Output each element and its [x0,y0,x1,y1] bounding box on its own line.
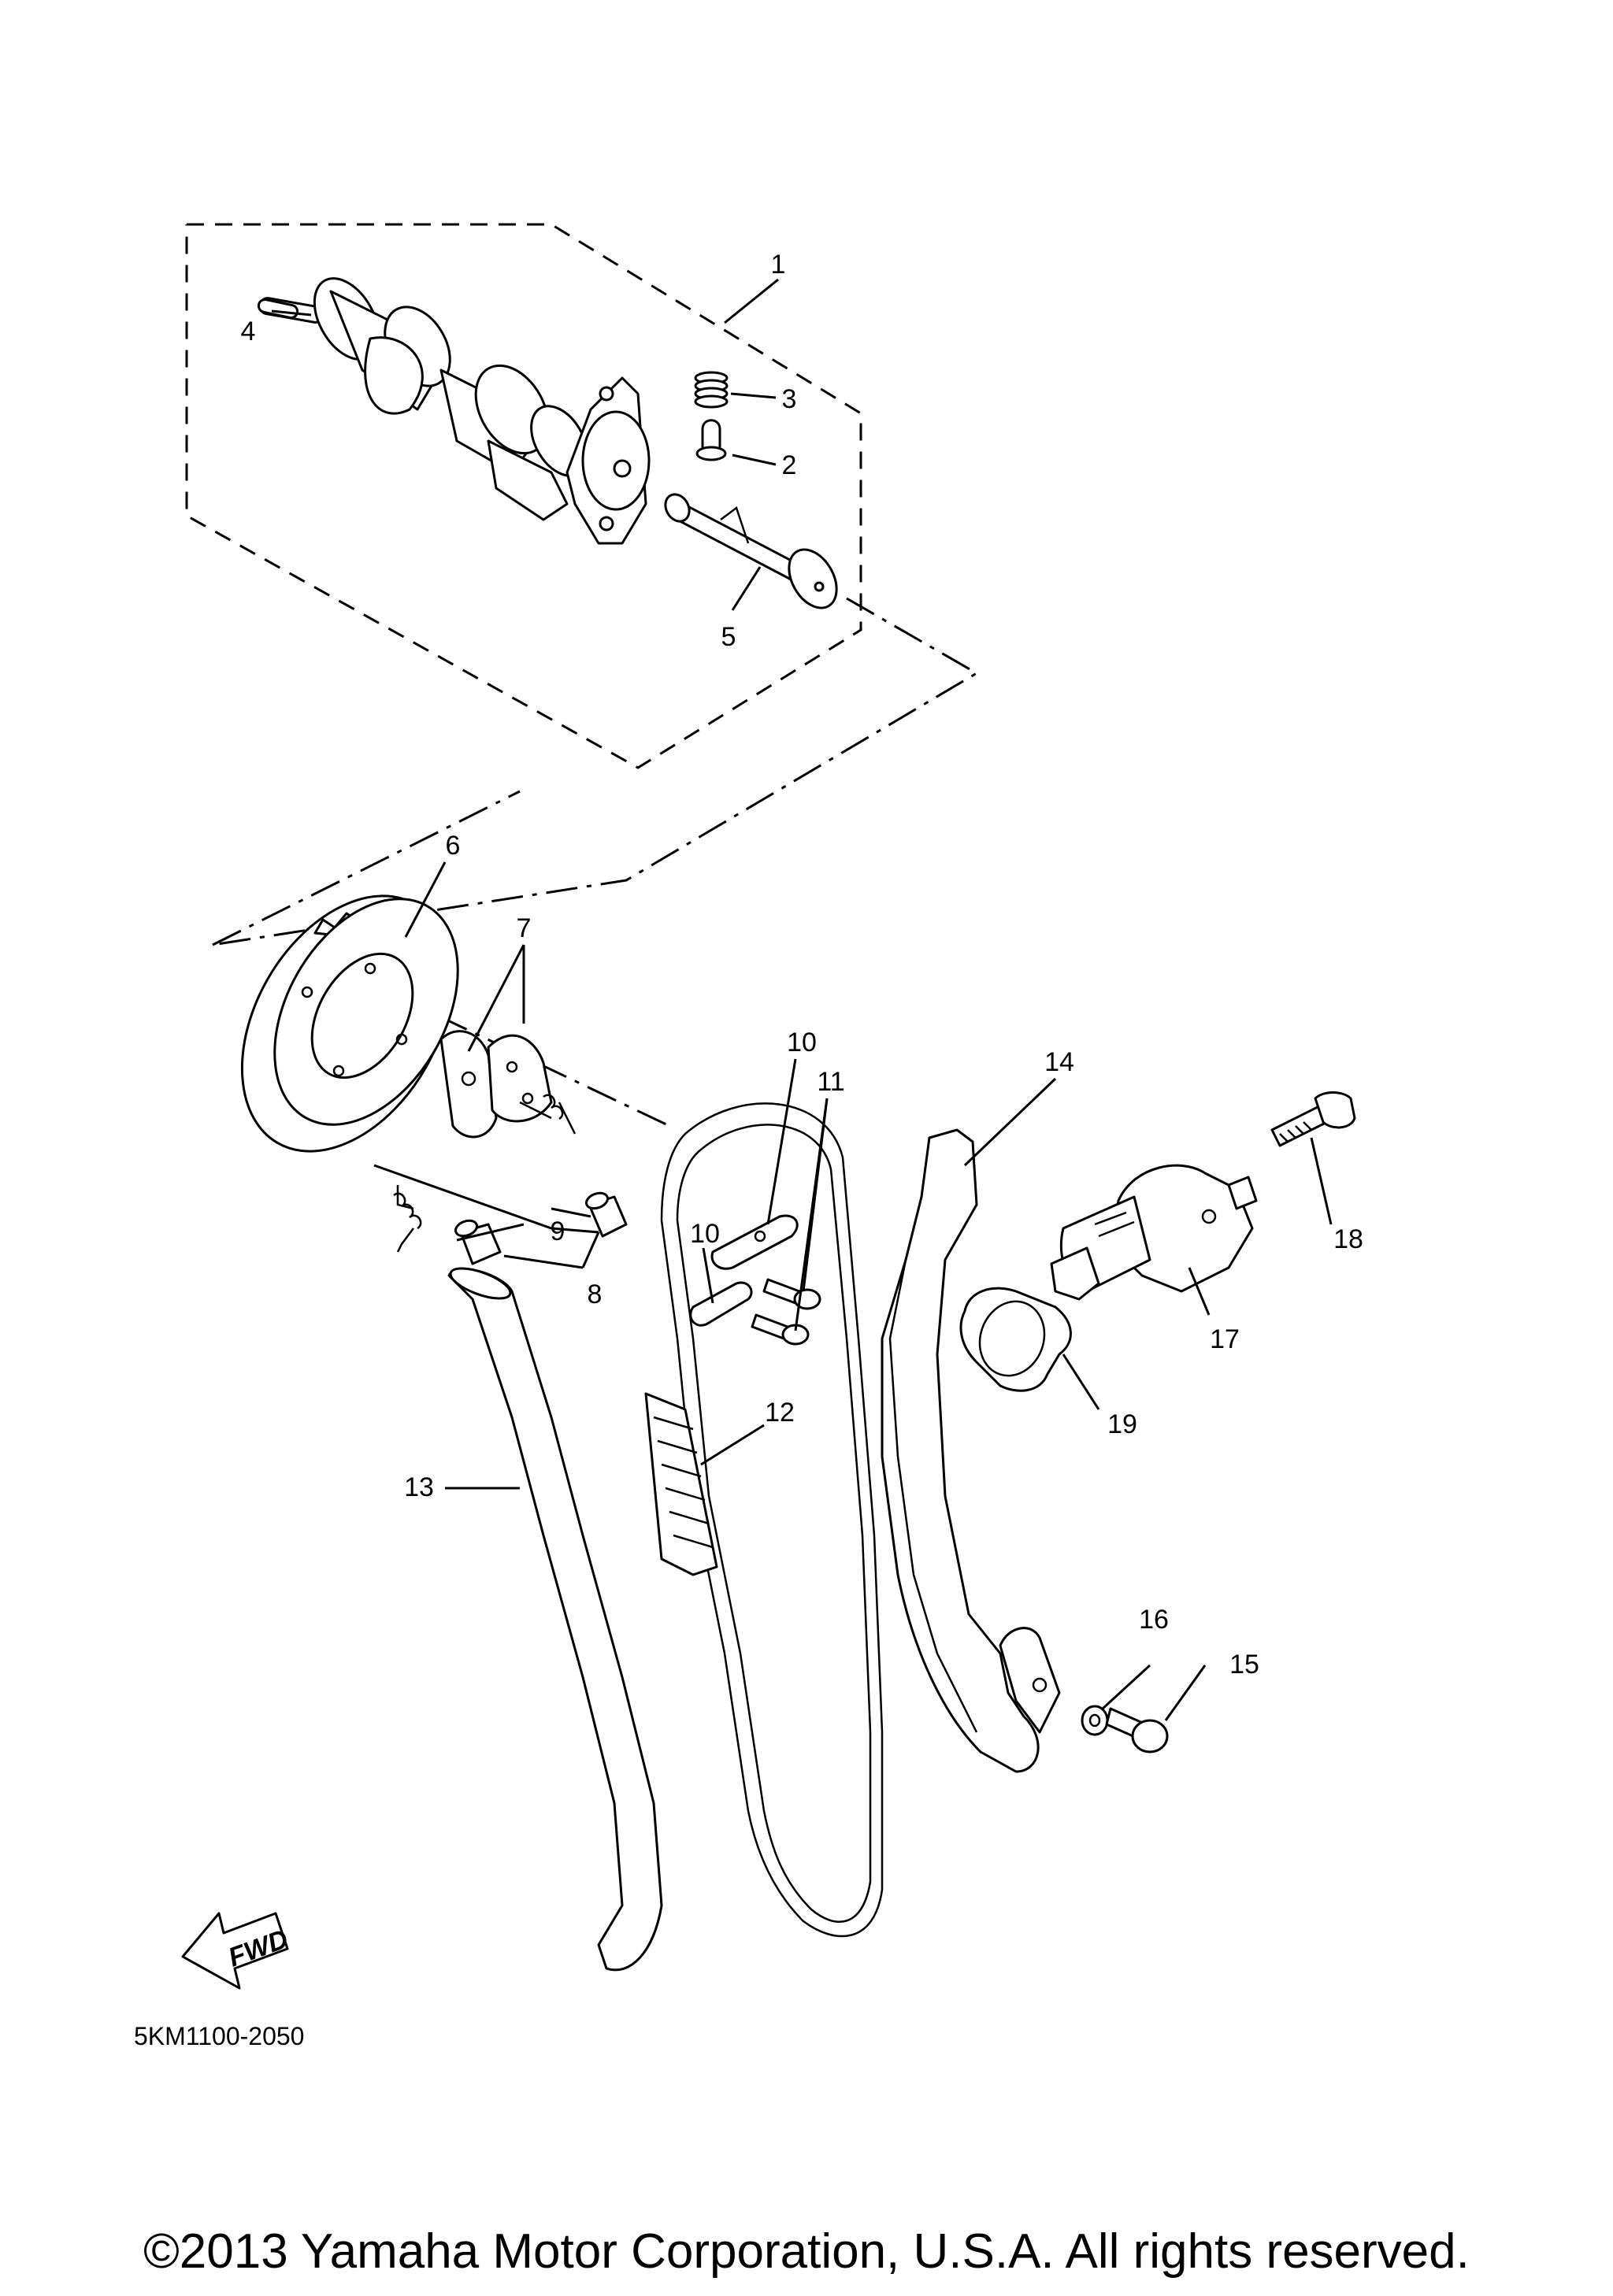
callout-17: 17 [1210,1324,1240,1354]
gasket [959,1287,1072,1392]
callout-2: 2 [782,450,797,480]
diagram-code: 5KM1100-2050 [134,2022,304,2050]
copyright-notice: ©2013 Yamaha Motor Corporation, U.S.A. A… [143,2224,1470,2279]
bolt [1270,1091,1356,1147]
spring [694,371,729,409]
leader-lines [271,278,1333,1721]
callout-13: 13 [404,1472,434,1502]
pin [454,1219,502,1265]
chain-links [644,1392,718,1576]
bolt [762,1278,821,1310]
callout-9: 9 [551,1217,565,1246]
callout-15: 15 [1229,1650,1259,1679]
decompressor-plate [439,1030,553,1139]
chain-tensioner-guide [881,1128,1040,1773]
callout-10-upper: 10 [787,1028,817,1057]
chain-guide [447,1268,663,1972]
callout-4: 4 [241,317,256,346]
cam-chain [660,1102,884,1938]
spring-hook [558,1102,577,1135]
spring-hook [396,1185,414,1210]
camshaft [258,277,651,545]
callout-14: 14 [1044,1047,1074,1077]
chain-guide-end [449,1267,512,1300]
spring-hook [396,1228,414,1253]
bolt [1105,1707,1169,1753]
reference-line [212,790,521,946]
callout-19: 19 [1107,1409,1137,1439]
shaft [664,493,838,609]
callout-10-lower: 10 [690,1219,720,1249]
chain-plate [689,1281,753,1327]
callout-1: 1 [771,250,786,280]
spring-hook [519,1101,552,1120]
callout-7: 7 [517,913,532,943]
callout-8: 8 [588,1279,603,1309]
callout-18: 18 [1333,1224,1363,1254]
callout-6: 6 [446,831,461,861]
chain-plate [710,1214,799,1270]
callout-11: 11 [817,1067,844,1097]
reference-line [212,597,979,946]
guide-bracket [999,1627,1061,1734]
callout-5: 5 [721,622,736,652]
callout-16: 16 [1139,1605,1169,1635]
callout-3: 3 [782,384,797,414]
chain-tensioner [1050,1164,1258,1301]
bolt [751,1313,810,1346]
fwd-arrow-icon: FWD [181,1912,292,1990]
pin [695,419,727,461]
washer [1081,1705,1109,1736]
pin [584,1191,628,1238]
camshaft-assembly-group [185,223,862,769]
callout-12: 12 [765,1398,795,1428]
